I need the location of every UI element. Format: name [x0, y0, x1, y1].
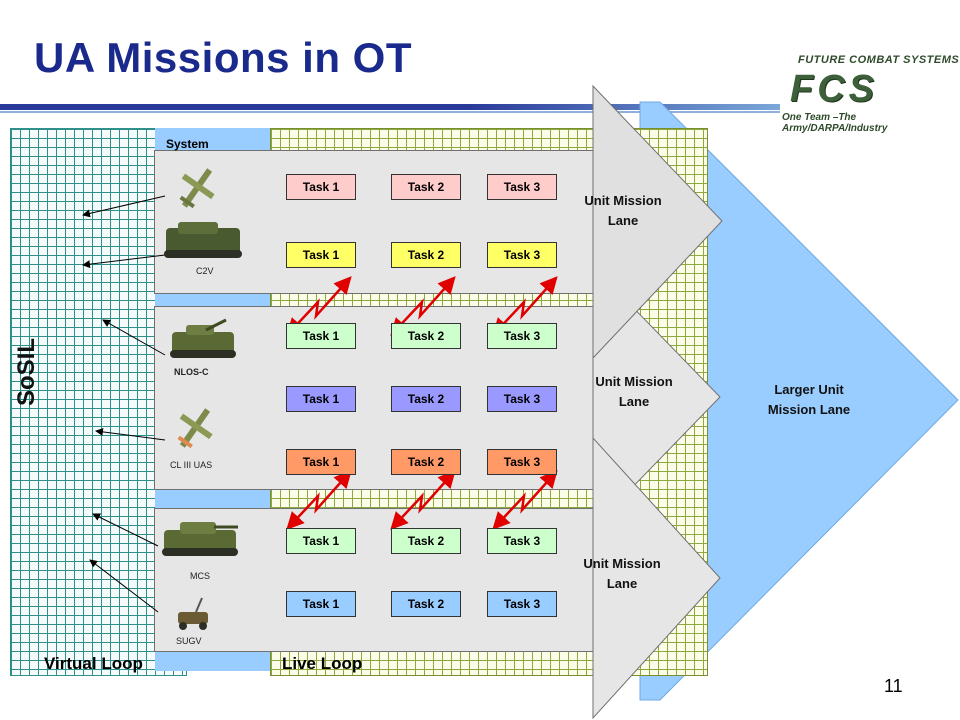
task-box: Task 1 — [286, 449, 356, 475]
system-label-nlos-c: NLOS-C — [174, 367, 209, 377]
tracked-vehicle-icon — [164, 222, 242, 258]
task-box: Task 3 — [487, 174, 557, 200]
task-box: Task 3 — [487, 323, 557, 349]
task-box: Task 1 — [286, 386, 356, 412]
robot-vehicle-icon — [178, 597, 208, 630]
unit-lane-label-3: Unit Mission Lane — [583, 556, 661, 591]
system-label-mcs: MCS — [190, 571, 210, 581]
unit-lane-label-2: Unit Mission Lane — [595, 374, 673, 409]
system-header: System — [166, 137, 209, 151]
logo-title: FUTURE COMBAT SYSTEMS — [798, 54, 960, 66]
task-box: Task 2 — [391, 323, 461, 349]
task-box: Task 3 — [487, 591, 557, 617]
unit-lane-arrow-3 — [592, 436, 721, 720]
live-loop-label: Live Loop — [282, 654, 363, 673]
task-box: Task 3 — [487, 386, 557, 412]
task-box: Task 2 — [391, 174, 461, 200]
uav-icon — [179, 168, 215, 209]
task-box: Task 2 — [391, 386, 461, 412]
sosil-connectors — [82, 195, 166, 613]
page-title: UA Missions in OT — [34, 34, 412, 81]
task-box: Task 1 — [286, 174, 356, 200]
task-box: Task 1 — [286, 323, 356, 349]
tank-icon — [162, 522, 238, 556]
task-box: Task 1 — [286, 528, 356, 554]
system-label-sugv: SUGV — [176, 636, 202, 646]
task-box: Task 2 — [391, 242, 461, 268]
title-rule — [0, 104, 780, 110]
task-box: Task 3 — [487, 449, 557, 475]
task-box: Task 1 — [286, 242, 356, 268]
virtual-loop-label: Virtual Loop — [44, 654, 143, 673]
task-box: Task 3 — [487, 242, 557, 268]
task-link-arrows — [286, 276, 558, 530]
unit-lane-arrow-1 — [592, 84, 723, 360]
larger-lane-label: Larger Unit Mission Lane — [767, 382, 851, 417]
fcs-logo: FCS — [790, 68, 878, 110]
uav-icon — [177, 408, 213, 449]
unit-lane-label-1: Unit Mission Lane — [584, 193, 662, 228]
system-label-cl-iii-uas: CL III UAS — [170, 460, 213, 470]
howitzer-icon — [170, 318, 236, 358]
task-box: Task 2 — [391, 528, 461, 554]
title-rule-accent — [0, 111, 780, 113]
system-label-c2v: C2V — [196, 266, 214, 276]
logo-tagline: One Team –The Army/DARPA/Industry — [782, 112, 888, 134]
task-box: Task 2 — [391, 449, 461, 475]
page-number: 11 — [884, 676, 903, 696]
task-box: Task 2 — [391, 591, 461, 617]
task-box: Task 1 — [286, 591, 356, 617]
task-box: Task 3 — [487, 528, 557, 554]
